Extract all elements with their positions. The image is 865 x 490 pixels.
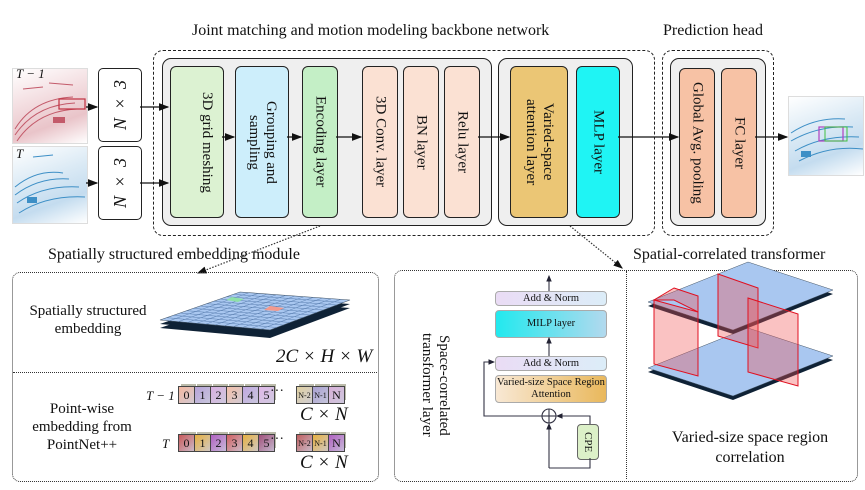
arrow-residual-skip bbox=[483, 359, 542, 417]
structured-embedding-label: Spatially structured embedding bbox=[29, 303, 147, 337]
row-curr-label: T bbox=[162, 436, 170, 451]
input-shape-box-prev: N × 3 bbox=[98, 68, 142, 142]
prediction-head-container bbox=[662, 50, 774, 236]
point-cloud-curr-frame bbox=[12, 146, 88, 224]
structured-embedding-grid bbox=[159, 291, 351, 338]
grid-line bbox=[233, 294, 344, 303]
encoding-block: Encoding layer bbox=[302, 66, 338, 218]
add-norm-bottom: Add & Norm bbox=[495, 356, 607, 371]
grouping-label: Grouping and sampling bbox=[246, 100, 279, 184]
point-cloud-prev-drawing bbox=[14, 82, 86, 142]
pooling-label: Global Avg. pooling bbox=[689, 82, 706, 204]
arrow-cpe-to-add bbox=[555, 413, 591, 424]
varied-size-attention-box: Varied-size Space Region Attention bbox=[495, 375, 607, 403]
attention-label: Varied-space attention layer bbox=[523, 98, 556, 186]
add-norm-top: Add & Norm bbox=[495, 291, 607, 306]
backbone-title: Joint matching and motion modeling backb… bbox=[192, 22, 550, 39]
bn-label: BN layer bbox=[413, 114, 430, 170]
region-box-left bbox=[653, 299, 699, 377]
point-cloud-output bbox=[788, 96, 864, 176]
embedding-cell: 5 bbox=[258, 434, 275, 452]
region-box-right bbox=[747, 297, 799, 387]
grid-meshing-label: 3D grid meshing bbox=[199, 91, 215, 193]
transformer-divider bbox=[626, 271, 627, 479]
conv3d-block: 3D Conv. layer bbox=[362, 66, 398, 218]
grouping-block: Grouping and sampling bbox=[235, 66, 289, 218]
zoom-link-embedding bbox=[196, 225, 321, 274]
frame-prev-label: T − 1 bbox=[16, 66, 45, 81]
embedding-cell: 2 bbox=[210, 434, 227, 452]
frame-curr-label: T bbox=[16, 146, 24, 161]
pooling-block: Global Avg. pooling bbox=[679, 68, 715, 218]
transformer-layer-side-label: Space-correlated transformer layer bbox=[419, 333, 452, 437]
embedding-cell: 0 bbox=[178, 434, 195, 452]
region-correlation-illustration bbox=[647, 261, 834, 400]
row-curr-ellipsis: ··· bbox=[270, 432, 284, 447]
pointwise-embedding-label: Point-wise embedding from PointNet++ bbox=[32, 401, 132, 453]
fc-label: FC layer bbox=[731, 116, 748, 170]
row-prev-label: T − 1 bbox=[146, 388, 175, 403]
conv3d-label: 3D Conv. layer bbox=[372, 96, 389, 188]
encoding-label: Encoding layer bbox=[312, 96, 329, 188]
mlp-block: MLP layer bbox=[576, 66, 620, 218]
region-correlation-label: Varied-size space region correlation bbox=[671, 429, 829, 466]
point-cloud-curr-drawing bbox=[14, 154, 86, 214]
grid-line bbox=[226, 296, 337, 306]
embedding-cell: 5 bbox=[258, 386, 275, 404]
embedding-cell: N bbox=[328, 386, 345, 404]
row-prev-ellipsis: ··· bbox=[270, 384, 284, 399]
relu-label: Relu layer bbox=[454, 110, 471, 174]
embedding-cell: N bbox=[328, 434, 345, 452]
fc-block: FC layer bbox=[721, 68, 757, 218]
backbone-container bbox=[153, 50, 655, 236]
point-cloud-prev-frame bbox=[12, 68, 88, 144]
transformer-title: Spatial-correlated transformer bbox=[633, 246, 826, 263]
embedding-module-panel bbox=[12, 272, 379, 482]
bn-block: BN layer bbox=[403, 66, 439, 218]
point-cloud-output-drawing bbox=[790, 118, 864, 162]
structured-dims: 2C × H × W bbox=[276, 346, 373, 367]
row-curr-dims: C × N bbox=[300, 452, 348, 473]
grid-meshing-block: 3D grid meshing bbox=[170, 66, 224, 218]
cpe-label: CPE bbox=[582, 431, 594, 453]
row-prev-dims: C × N bbox=[300, 404, 348, 425]
highlight-cell-red bbox=[264, 306, 284, 311]
prediction-head-title: Prediction head bbox=[663, 22, 763, 39]
mlp-label: MLP layer bbox=[590, 109, 607, 174]
embedding-cell: N-1 bbox=[312, 434, 329, 452]
grid-line bbox=[260, 299, 341, 330]
highlight-cell-green bbox=[226, 297, 244, 302]
embedding-module-title: Spatially structured embedding module bbox=[48, 246, 300, 263]
zoom-link-transformer bbox=[569, 225, 623, 269]
relu-block: Relu layer bbox=[444, 66, 480, 218]
transformer-panel bbox=[394, 270, 858, 482]
attention-block: Varied-space attention layer bbox=[510, 66, 568, 218]
cpe-box: CPE bbox=[577, 424, 599, 460]
embedding-cell: 4 bbox=[242, 434, 259, 452]
input-shape-box-curr: N × 3 bbox=[98, 146, 142, 220]
embedding-divider bbox=[13, 372, 377, 373]
